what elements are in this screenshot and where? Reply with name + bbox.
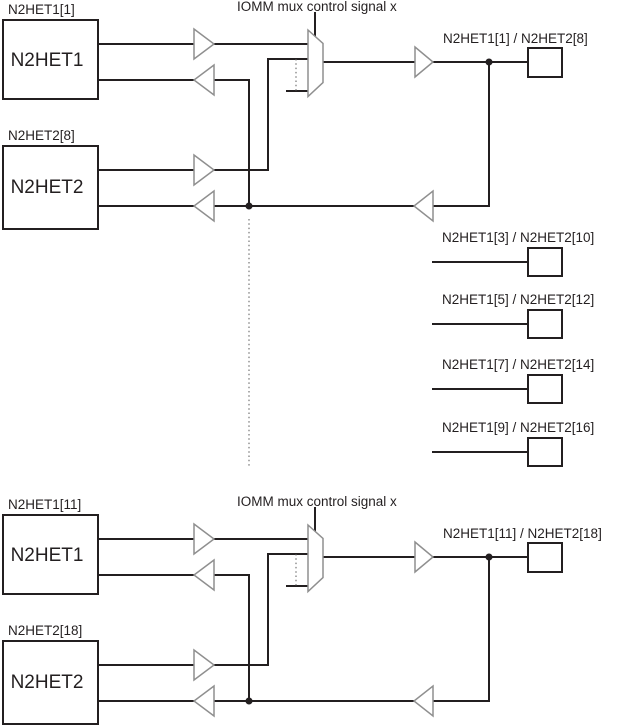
pad-label-top: N2HET1[1] / N2HET2[8] [443,31,588,46]
junction-dot [245,202,253,210]
pad-label: N2HET1[9] / N2HET2[16] [442,420,594,435]
n2het1-channel-tag-bottom: N2HET1[11] [8,497,81,512]
output-buffer-icon [193,648,216,682]
shared-pad-row: N2HET1[5] / N2HET2[12] [432,292,594,339]
output-buffer-icon [193,522,216,556]
wire-het1-input-branch-top [98,79,250,206]
input-buffer-icon [192,189,215,223]
pad-label: N2HET1[5] / N2HET2[12] [442,292,594,307]
n2het2-module-box-top [2,145,99,230]
pad-input-buffer-icon [412,189,434,223]
input-buffer-icon [192,63,215,97]
n2het1-module-box-bottom [2,514,99,595]
io-pad-box [527,542,563,573]
wire-het2-output-bottom [98,553,308,666]
wire-pad-input-rail-top [98,62,490,207]
io-pad-box [527,437,563,467]
wire-het1-input-branch-bottom [98,574,250,701]
n2het2-channel-tag-bottom: N2HET2[18] [8,623,82,638]
shared-pad-row: N2HET1[3] / N2HET2[10] [432,230,594,277]
pad-label-bottom: N2HET1[11] / N2HET2[18] [443,526,602,541]
wire-pad-input-rail-bottom [98,557,490,702]
output-buffer-icon [193,27,216,61]
input-buffer-icon [192,684,215,718]
n2het2-module-box-bottom [2,640,99,725]
n2het2-channel-tag-top: N2HET2[8] [8,128,75,143]
input-buffer-icon [192,558,215,592]
shared-pad-row: N2HET1[7] / N2HET2[14] [432,357,594,404]
junction-dot [485,553,493,561]
junction-dot [245,697,253,705]
io-pad-box [527,47,563,78]
n2het2-module-name-bottom: N2HET2 [11,672,84,693]
wire-het2-output-top [98,58,308,171]
shared-pads-list: N2HET1[3] / N2HET2[10] N2HET1[5] / N2HET… [432,230,594,467]
top-mux-section: N2HET1[1] N2HET1 N2HET2[8] N2HET2 IOMM m… [2,0,588,467]
junction-dot [485,58,493,66]
n2het2-module-name-top: N2HET2 [11,177,84,198]
bottom-mux-section: N2HET1[11] N2HET1 N2HET2[18] N2HET2 IOMM… [2,494,602,725]
mux-icon [307,523,324,594]
io-pad-box [527,374,563,404]
n2het1-channel-tag-top: N2HET1[1] [8,2,75,17]
pad-label: N2HET1[7] / N2HET2[14] [442,357,594,372]
n2het1-module-name-top: N2HET1 [11,50,84,71]
n2het1-module-box-top [2,19,99,100]
n2het1-module-name-bottom: N2HET1 [11,545,84,566]
shared-pad-row: N2HET1[9] / N2HET2[16] [432,420,594,467]
pad-output-buffer-icon [414,45,435,79]
mux-control-label-bottom: IOMM mux control signal x [237,494,397,509]
pad-label: N2HET1[3] / N2HET2[10] [442,230,594,245]
mux-icon [307,28,324,99]
mux-control-label-top: IOMM mux control signal x [237,0,397,14]
io-pad-box [527,309,563,339]
output-buffer-icon [193,153,216,187]
pad-output-buffer-icon [414,540,435,574]
pad-input-buffer-icon [412,684,434,718]
io-pad-box [527,247,563,277]
